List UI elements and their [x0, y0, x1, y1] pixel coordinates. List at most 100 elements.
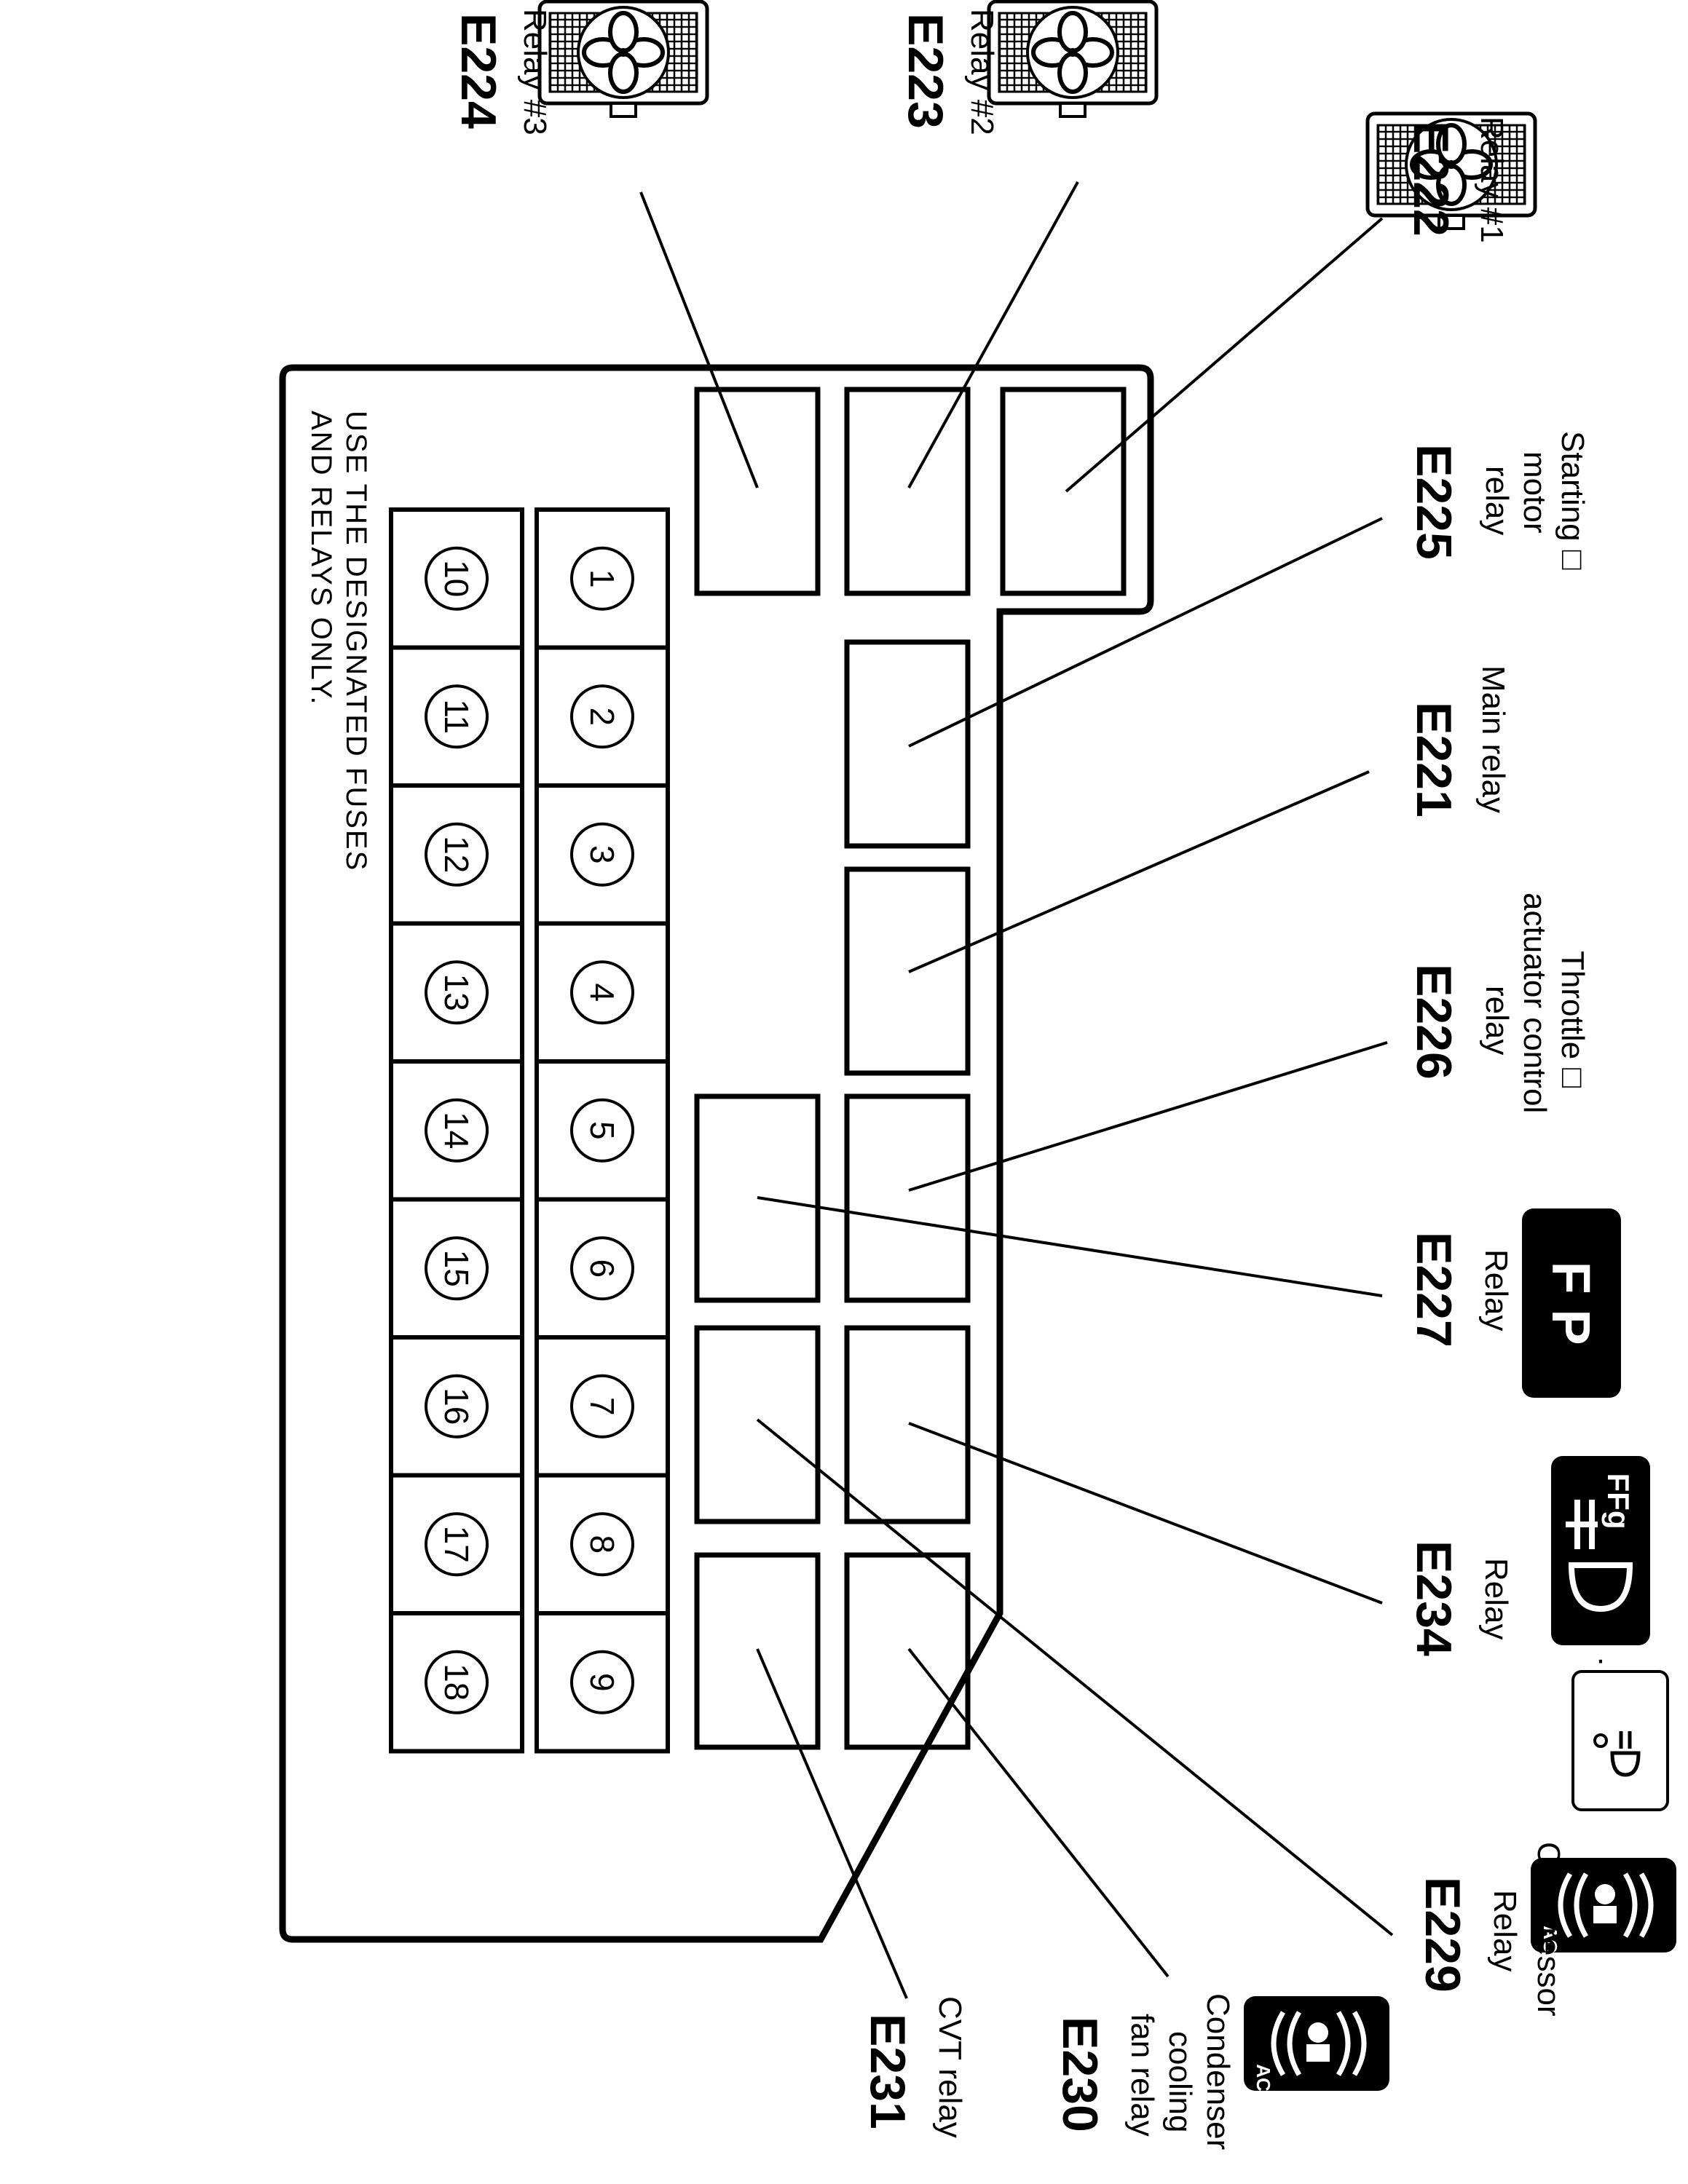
relay-slot-e234 [844, 1325, 971, 1524]
relay-name-e222: Relay #1 [1474, 116, 1510, 243]
leader-e227 [757, 1196, 1383, 1297]
leader-e225 [908, 517, 1383, 748]
leader-e231 [756, 1648, 908, 1999]
relay-code-e229: E229 [1415, 1877, 1470, 1993]
relay-code-e227: E227 [1406, 1232, 1462, 1348]
fuse-number: 11 [438, 699, 476, 734]
fuse-slot: 5 [535, 1059, 670, 1202]
relay-code-e226: E226 [1406, 964, 1462, 1080]
fuse-number: 13 [438, 974, 476, 1011]
fuse-note-line2: AND RELAYS ONLY. [305, 411, 337, 705]
fog-indicator-icon [1571, 1670, 1669, 1811]
ac-condenser-icon: AC [1244, 1996, 1389, 2092]
relay-name-e229: Relay [1487, 1890, 1523, 1972]
relay-slot-e225 [844, 639, 971, 849]
relay-name-e226: Throttle □ [1555, 951, 1590, 1088]
leader-e224 [639, 191, 759, 488]
fuse-slot: 6 [535, 1197, 670, 1340]
fuse-slot: 18 [389, 1611, 524, 1754]
relay-name-e224: Relay #3 [517, 9, 553, 135]
leader-e226 [908, 1041, 1388, 1192]
radiator-fan-icon [540, 1, 707, 116]
relay-code-e222: E222 [1403, 121, 1459, 237]
fuse-number: 18 [438, 1663, 476, 1701]
fuse-number: 7 [583, 1397, 621, 1416]
fuse-number: 9 [583, 1673, 621, 1692]
relay-name-e227: Relay [1478, 1249, 1514, 1332]
fuse-number: 16 [438, 1388, 476, 1425]
svg-text:F P: F P [1541, 1261, 1601, 1345]
fuse-number: 2 [583, 707, 621, 726]
fog-lamp-icon: FFg [1551, 1456, 1650, 1645]
fuse-number: 12 [438, 836, 476, 873]
fuse-block-upper: 1 2 3 4 5 6 7 8 9 [535, 507, 670, 1754]
fuse-number: 8 [583, 1535, 621, 1554]
relay-code-e223: E223 [898, 13, 953, 129]
fuse-slot: 17 [389, 1473, 524, 1615]
fuse-number: 6 [583, 1259, 621, 1278]
relay-slot-e227 [694, 1093, 821, 1303]
fuse-slot: 11 [389, 645, 524, 788]
fuse-slot: 15 [389, 1197, 524, 1340]
relay-name-e226: relay [1479, 986, 1515, 1055]
fuse-number: 5 [583, 1121, 621, 1140]
fuse-slot: 4 [535, 921, 670, 1064]
relay-slot-e222 [1000, 387, 1127, 596]
relay-code-e221: E221 [1406, 702, 1462, 818]
relay-slot-e230 [844, 1552, 971, 1750]
relay-name-e221: Main relay [1475, 665, 1511, 813]
fuse-box-outline [279, 364, 1154, 1943]
relay-name-e225: Starting □ [1555, 431, 1590, 570]
fuse-note-line1: USE THE DESIGNATED FUSES [340, 411, 372, 871]
fuse-number: 14 [438, 1112, 476, 1149]
leader-e222 [1065, 217, 1384, 493]
leader-e234 [908, 1422, 1383, 1605]
fuse-slot: 10 [389, 507, 524, 650]
relay-name-e225: motor [1517, 451, 1553, 533]
svg-text:AC: AC [1253, 2064, 1274, 2092]
fuse-slot: 1 [535, 507, 670, 650]
relay-slot-e229 [694, 1325, 821, 1524]
relay-code-e225: E225 [1406, 444, 1462, 560]
fuse-slot: 3 [535, 783, 670, 926]
relay-code-e224: E224 [451, 13, 506, 129]
fuel-pump-icon: F P [1522, 1208, 1621, 1398]
relay-slot-e231 [694, 1552, 821, 1750]
relay-slot-e226 [844, 1093, 971, 1303]
ac-compressor-icon: AC [1531, 1858, 1676, 1953]
fuse-block-lower: 10 11 12 13 14 15 16 17 18 [389, 507, 524, 1754]
relay-name-e230: cooling [1162, 2031, 1198, 2132]
relay-slot-e221 [844, 866, 971, 1076]
icon-separator: · [1596, 1642, 1606, 1677]
relay-name-e231: CVT relay [932, 1996, 968, 2138]
fuse-number: 3 [583, 845, 621, 864]
leader-e229 [756, 1418, 1394, 1936]
svg-text:FFg: FFg [1601, 1473, 1636, 1530]
svg-text:AC: AC [1539, 1926, 1561, 1953]
leader-e223 [907, 181, 1079, 488]
leader-e230 [907, 1647, 1170, 1978]
leader-e221 [908, 770, 1370, 973]
fuse-slot: 7 [535, 1335, 670, 1478]
relay-name-e234: Relay [1478, 1558, 1514, 1640]
relay-name-e230: fan relay [1124, 2014, 1160, 2137]
relay-code-e231: E231 [860, 2014, 915, 2129]
fuse-number: 4 [583, 983, 621, 1002]
relay-name-e226: actuator control [1517, 893, 1553, 1113]
fuse-slot: 2 [535, 645, 670, 788]
relay-code-e234: E234 [1406, 1540, 1462, 1656]
fuse-slot: 14 [389, 1059, 524, 1202]
fuse-number: 17 [438, 1526, 476, 1563]
fuse-slot: 13 [389, 921, 524, 1064]
relay-name-e229: Compressor [1531, 1842, 1566, 2017]
fuse-slot: 8 [535, 1473, 670, 1615]
fuse-number: 1 [583, 569, 621, 588]
relay-name-e230: Condenser [1200, 1993, 1236, 2150]
relay-name-e225: relay [1479, 466, 1515, 535]
relay-slot-e223 [844, 387, 971, 596]
radiator-fan-icon [989, 1, 1156, 116]
relay-code-e230: E230 [1052, 2017, 1108, 2132]
relay-slot-e224 [694, 387, 821, 596]
fuse-slot: 9 [535, 1611, 670, 1754]
